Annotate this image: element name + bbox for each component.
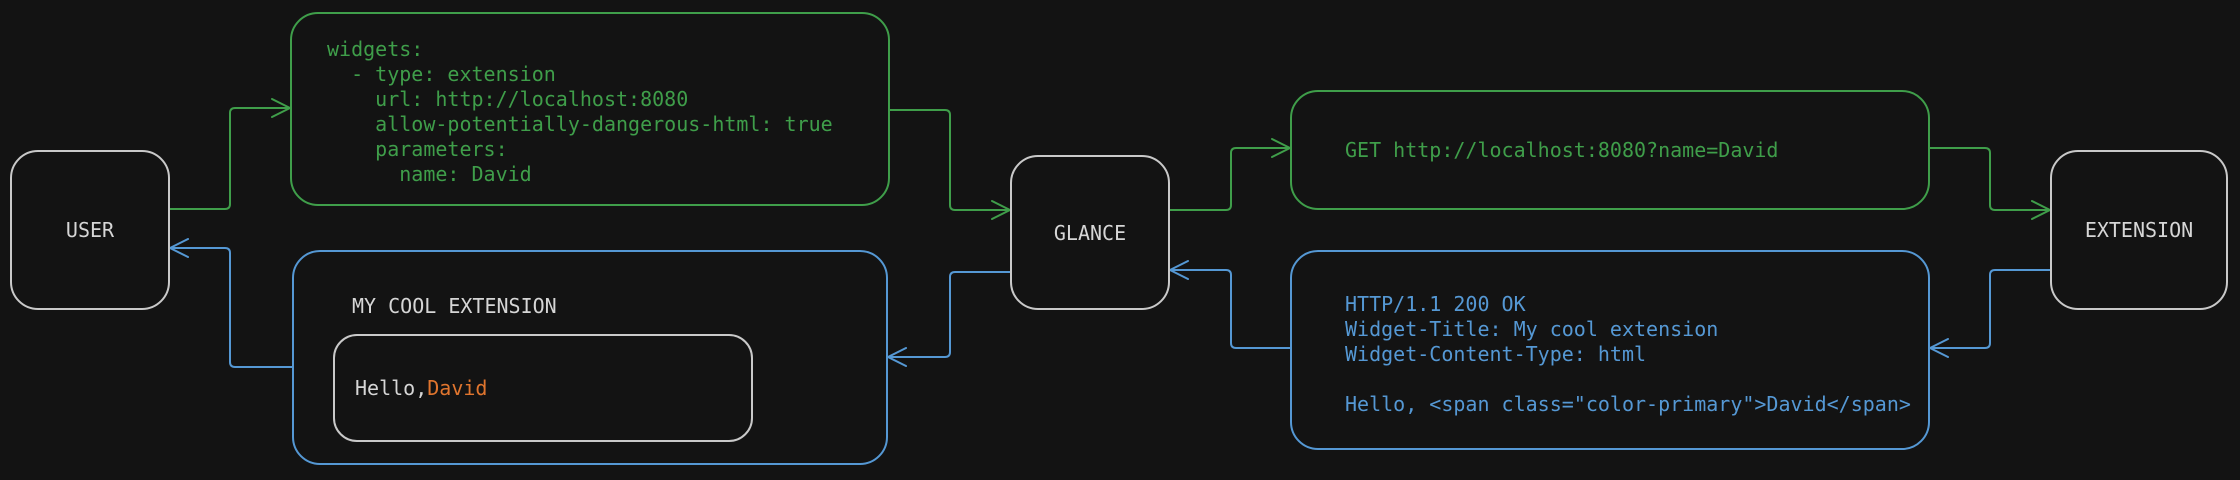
edge-get-to-extension [1930,147,2051,220]
user-node-label: USER [65,218,115,242]
hello-inner-box: Hello, David [333,334,753,442]
user-node: USER [10,150,170,310]
http-response-code: HTTP/1.1 200 OK Widget-Title: My cool ex… [1345,292,1911,416]
get-request-text: GET http://localhost:8080?name=David [1345,137,1779,162]
get-request-box: GET http://localhost:8080?name=David [1290,90,1930,210]
glance-node: GLANCE [1010,155,1170,310]
config-yaml-box: widgets: - type: extension url: http://l… [290,12,890,206]
widget-title: MY COOL EXTENSION [352,294,557,318]
extension-node-label: EXTENSION [2084,218,2194,242]
edge-widget-to-user [169,238,292,368]
config-yaml-code: widgets: - type: extension url: http://l… [327,37,833,186]
rendered-widget-box: MY COOL EXTENSION Hello, David [292,250,888,465]
edge-extension-to-response [1929,269,2050,358]
http-response-box: HTTP/1.1 200 OK Widget-Title: My cool ex… [1290,250,1930,450]
hello-name-text: David [427,376,488,400]
edge-glance-to-widget [887,271,1010,367]
extension-node: EXTENSION [2050,150,2228,310]
edge-response-to-glance [1169,260,1290,349]
edge-config-to-glance [890,109,1011,220]
edge-glance-to-get [1170,138,1291,211]
hello-prefix-text: Hello, [355,376,428,400]
edge-user-to-config [170,98,291,210]
glance-node-label: GLANCE [1053,220,1127,245]
